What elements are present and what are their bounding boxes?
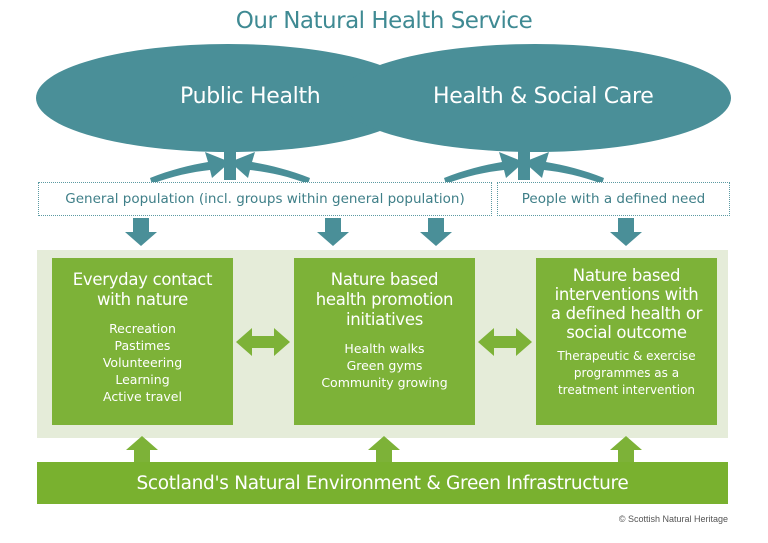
health-social-care-label: Health & Social Care [433,84,654,109]
diagram-title: Our Natural Health Service [235,8,533,34]
card-items: Therapeutic & exercise programmes as a t… [557,349,696,397]
copyright-notice: © Scottish Natural Heritage [618,514,728,524]
card-items: Health walks Green gyms Community growin… [321,341,448,390]
upward-curved-arrows [150,150,604,184]
defined-outcome-card: Nature based interventions with a define… [536,258,717,425]
health-promotion-card: Nature based health promotion initiative… [294,258,475,425]
card-items: Recreation Pastimes Volunteering Learnin… [102,321,183,404]
health-social-care-ellipse [339,44,731,152]
card-title: Everyday contact with nature [72,270,213,309]
card-title: Nature based health promotion initiative… [315,270,454,329]
public-health-ellipse [36,44,420,152]
natural-environment-bar: Scotland's Natural Environment & Green I… [37,462,728,504]
card-title: Nature based interventions with a define… [550,266,703,342]
public-health-label: Public Health [180,84,321,109]
everyday-contact-card: Everyday contact with nature Recreation … [52,258,233,425]
defined-need-box: People with a defined need [497,182,730,216]
general-population-box: General population (incl. groups within … [38,182,492,216]
downward-arrows [125,218,642,246]
